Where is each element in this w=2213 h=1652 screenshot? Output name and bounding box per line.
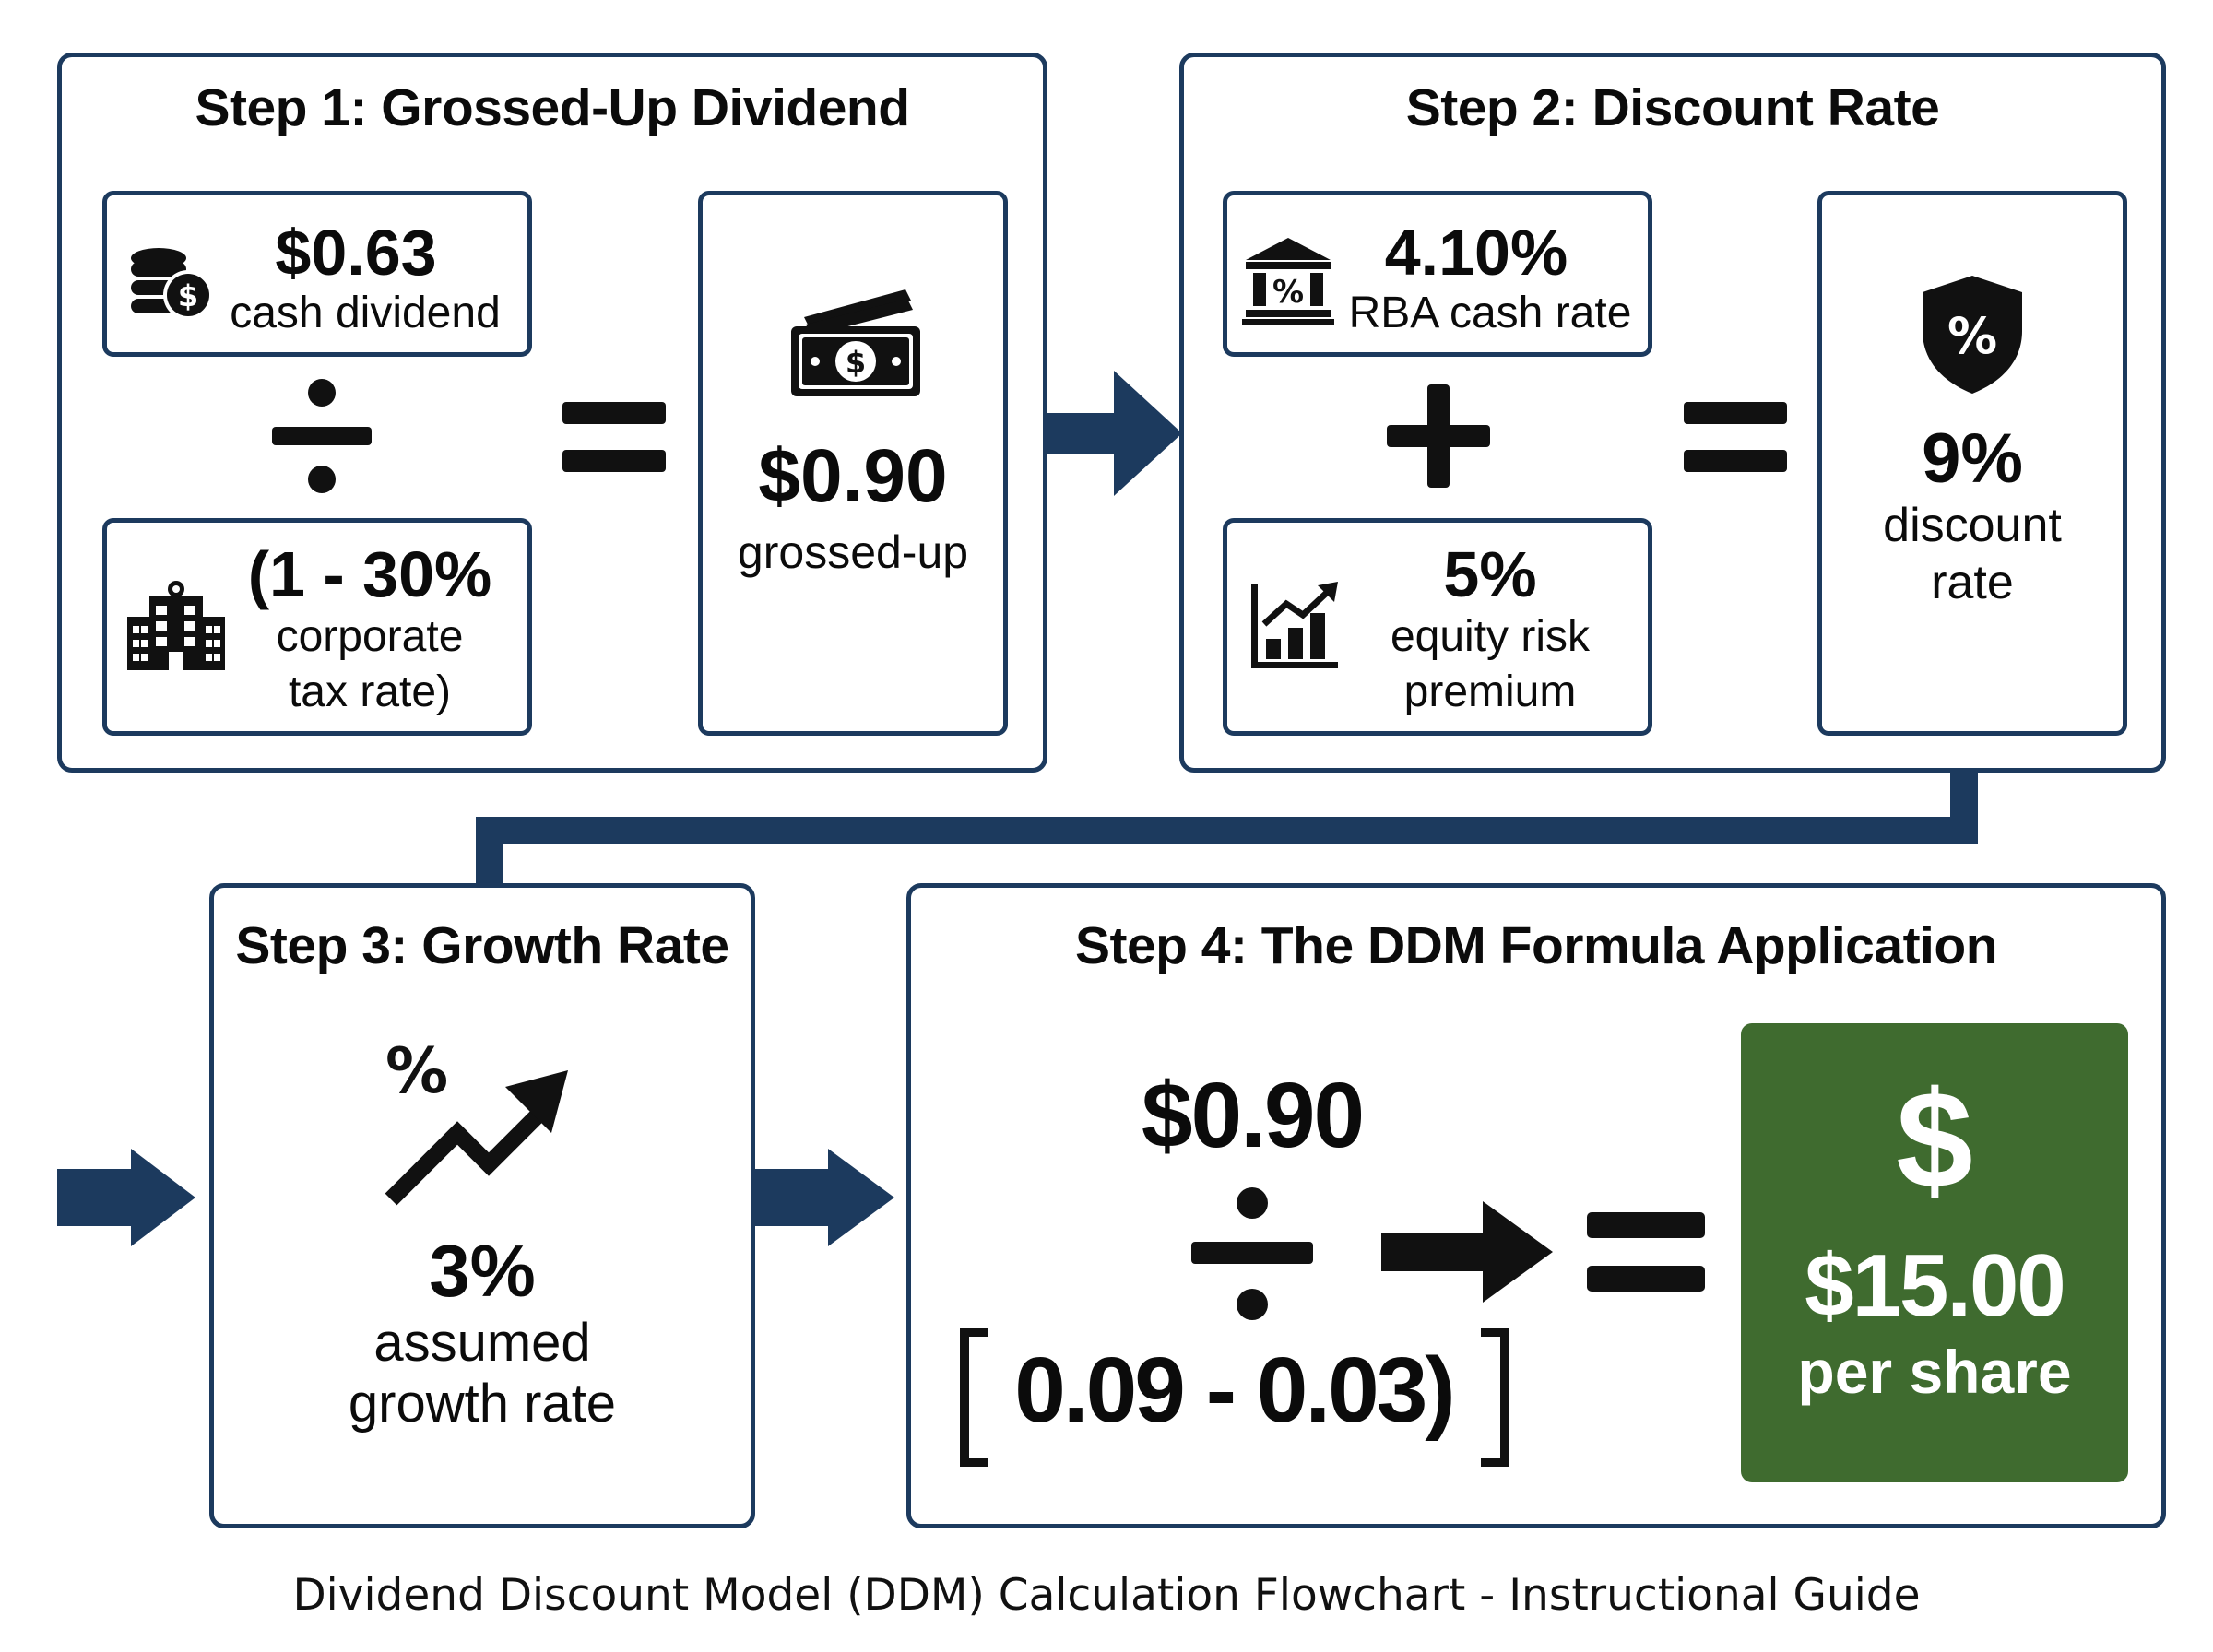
rba-rate-box: % 4.10% RBA cash rate xyxy=(1223,191,1652,357)
growth-rate-line2: growth rate xyxy=(348,1374,617,1434)
plus-sign xyxy=(1387,384,1490,488)
discount-rate-value: 9% xyxy=(1922,419,2023,498)
result-value: $15.00 xyxy=(1805,1236,2066,1335)
rba-rate-label: RBA cash rate xyxy=(1348,289,1632,337)
discount-rate-line1: discount xyxy=(1883,499,2062,552)
equity-risk-premium-line1: equity risk xyxy=(1390,612,1591,661)
arrow-into-step3 xyxy=(57,1149,195,1246)
formula-denominator: 0.09 - 0.03) xyxy=(1014,1339,1455,1442)
grossed-up-result-box: $ $0.90 grossed-up xyxy=(698,191,1008,736)
step3-title: Step 3: Growth Rate xyxy=(235,916,729,975)
result-per-share-box: $ $15.00 per share xyxy=(1741,1023,2128,1482)
growth-chart-icon xyxy=(1249,580,1342,672)
arrow-step3-to-step4 xyxy=(751,1149,894,1246)
svg-text:%: % xyxy=(1272,274,1304,311)
equals-sign xyxy=(562,402,666,472)
discount-rate-line2: rate xyxy=(1931,556,2014,609)
divide-sign xyxy=(272,379,372,493)
cash-dividend-value: $0.63 xyxy=(275,217,437,289)
step1-title: Step 1: Grossed-Up Dividend xyxy=(195,78,910,137)
tax-rate-line3: tax rate) xyxy=(288,667,452,716)
result-label: per share xyxy=(1797,1338,2072,1406)
step3-panel: Step 3: Growth Rate % 3% assumed growth … xyxy=(209,883,755,1528)
tax-rate-formula: (1 - 30% xyxy=(247,538,492,610)
tax-rate-line2: corporate xyxy=(276,612,464,661)
bank-percent-icon: % xyxy=(1242,236,1334,324)
step4-panel: Step 4: The DDM Formula Application $0.9… xyxy=(906,883,2166,1528)
building-icon xyxy=(125,580,227,672)
discount-rate-result-box: % 9% discount rate xyxy=(1817,191,2127,736)
formula-divide-sign xyxy=(1191,1187,1313,1320)
step2-title: Step 2: Discount Rate xyxy=(1405,78,1940,137)
equals-sign xyxy=(1684,402,1787,472)
svg-text:$: $ xyxy=(846,345,866,380)
figure-caption: Dividend Discount Model (DDM) Calculatio… xyxy=(292,1570,1921,1621)
cash-banknote-icon: $ xyxy=(786,288,924,398)
grossed-up-value: $0.90 xyxy=(758,434,948,518)
formula-arrow-icon xyxy=(1381,1201,1553,1303)
equity-risk-premium-line2: premium xyxy=(1403,667,1577,716)
grossed-up-label: grossed-up xyxy=(737,526,969,578)
cash-dividend-label: cash dividend xyxy=(230,289,501,337)
percent-trend-arrow-icon: % xyxy=(380,1035,574,1210)
arrow-step1-to-step2 xyxy=(1045,371,1182,496)
coins-dollar-icon: $ xyxy=(125,242,218,324)
connector-step2-to-step3 xyxy=(476,773,1978,889)
growth-rate-value: 3% xyxy=(429,1230,536,1312)
step4-title: Step 4: The DDM Formula Application xyxy=(1074,916,1998,975)
rba-rate-value: 4.10% xyxy=(1384,217,1568,289)
formula-left-bracket xyxy=(960,1328,988,1467)
tax-rate-box: (1 - 30% corporate tax rate) xyxy=(102,518,532,736)
formula-equals-sign xyxy=(1587,1212,1705,1292)
equity-risk-premium-value: 5% xyxy=(1443,538,1537,610)
step2-panel: Step 2: Discount Rate % 4.10% RBA cash r… xyxy=(1179,53,2166,773)
cash-dividend-box: $ $0.63 cash dividend xyxy=(102,191,532,357)
svg-text:$: $ xyxy=(178,278,198,313)
growth-rate-line1: assumed xyxy=(373,1313,591,1373)
result-dollar-icon: $ xyxy=(1896,1062,1973,1217)
formula-numerator: $0.90 xyxy=(1141,1064,1365,1167)
equity-risk-premium-box: 5% equity risk premium xyxy=(1223,518,1652,736)
shield-percent-icon: % xyxy=(1919,274,2026,395)
step1-panel: Step 1: Grossed-Up Dividend $ $0.63 cash… xyxy=(57,53,1047,773)
svg-text:%: % xyxy=(1947,307,1997,365)
formula-right-bracket xyxy=(1481,1328,1509,1467)
svg-text:%: % xyxy=(385,1035,448,1108)
